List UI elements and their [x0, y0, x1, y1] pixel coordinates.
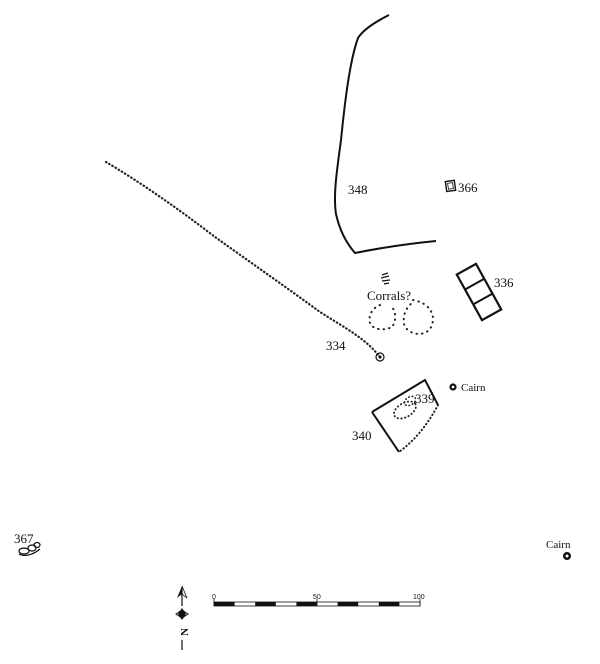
feature-348-outline — [333, 14, 437, 255]
feature-336-label: 336 — [494, 275, 514, 290]
scale-tick-100: 100 — [413, 594, 425, 601]
north-arrow-icon — [175, 585, 189, 620]
north-arrow-label: N — [179, 628, 191, 636]
feature-340-label: 340 — [352, 428, 372, 443]
feature-366-label: 366 — [458, 180, 478, 195]
corral-enclosure-right — [402, 299, 435, 336]
feature-340-wall — [371, 378, 439, 453]
feature-334-track — [104, 160, 381, 358]
feature-348-label: 348 — [348, 182, 368, 197]
corral-rubble-marker — [380, 272, 391, 285]
corral-enclosure-left — [368, 304, 397, 331]
feature-339-label: 339 — [415, 391, 435, 406]
cairn-icon — [449, 383, 457, 391]
corrals-label: Corrals? — [367, 288, 411, 303]
cairn-label-upper: Cairn — [461, 382, 486, 394]
feature-339-oval-outer — [393, 400, 417, 420]
feature-339-oval-inner — [403, 395, 417, 407]
cairn-icon-lower — [563, 552, 571, 560]
feature-336-structure — [455, 262, 503, 322]
scale-tick-0: 0 — [212, 594, 216, 601]
feature-334-label: 334 — [326, 338, 346, 353]
feature-334-point — [375, 352, 385, 362]
feature-367-label: 367 — [14, 531, 34, 546]
feature-340-dotted-side — [398, 404, 439, 453]
cairn-label-lower: Cairn — [546, 539, 571, 551]
feature-366-structure — [444, 179, 457, 193]
scale-bar — [213, 599, 421, 607]
feature-367-rubble — [18, 541, 41, 556]
scale-tick-50: 50 — [313, 594, 321, 601]
